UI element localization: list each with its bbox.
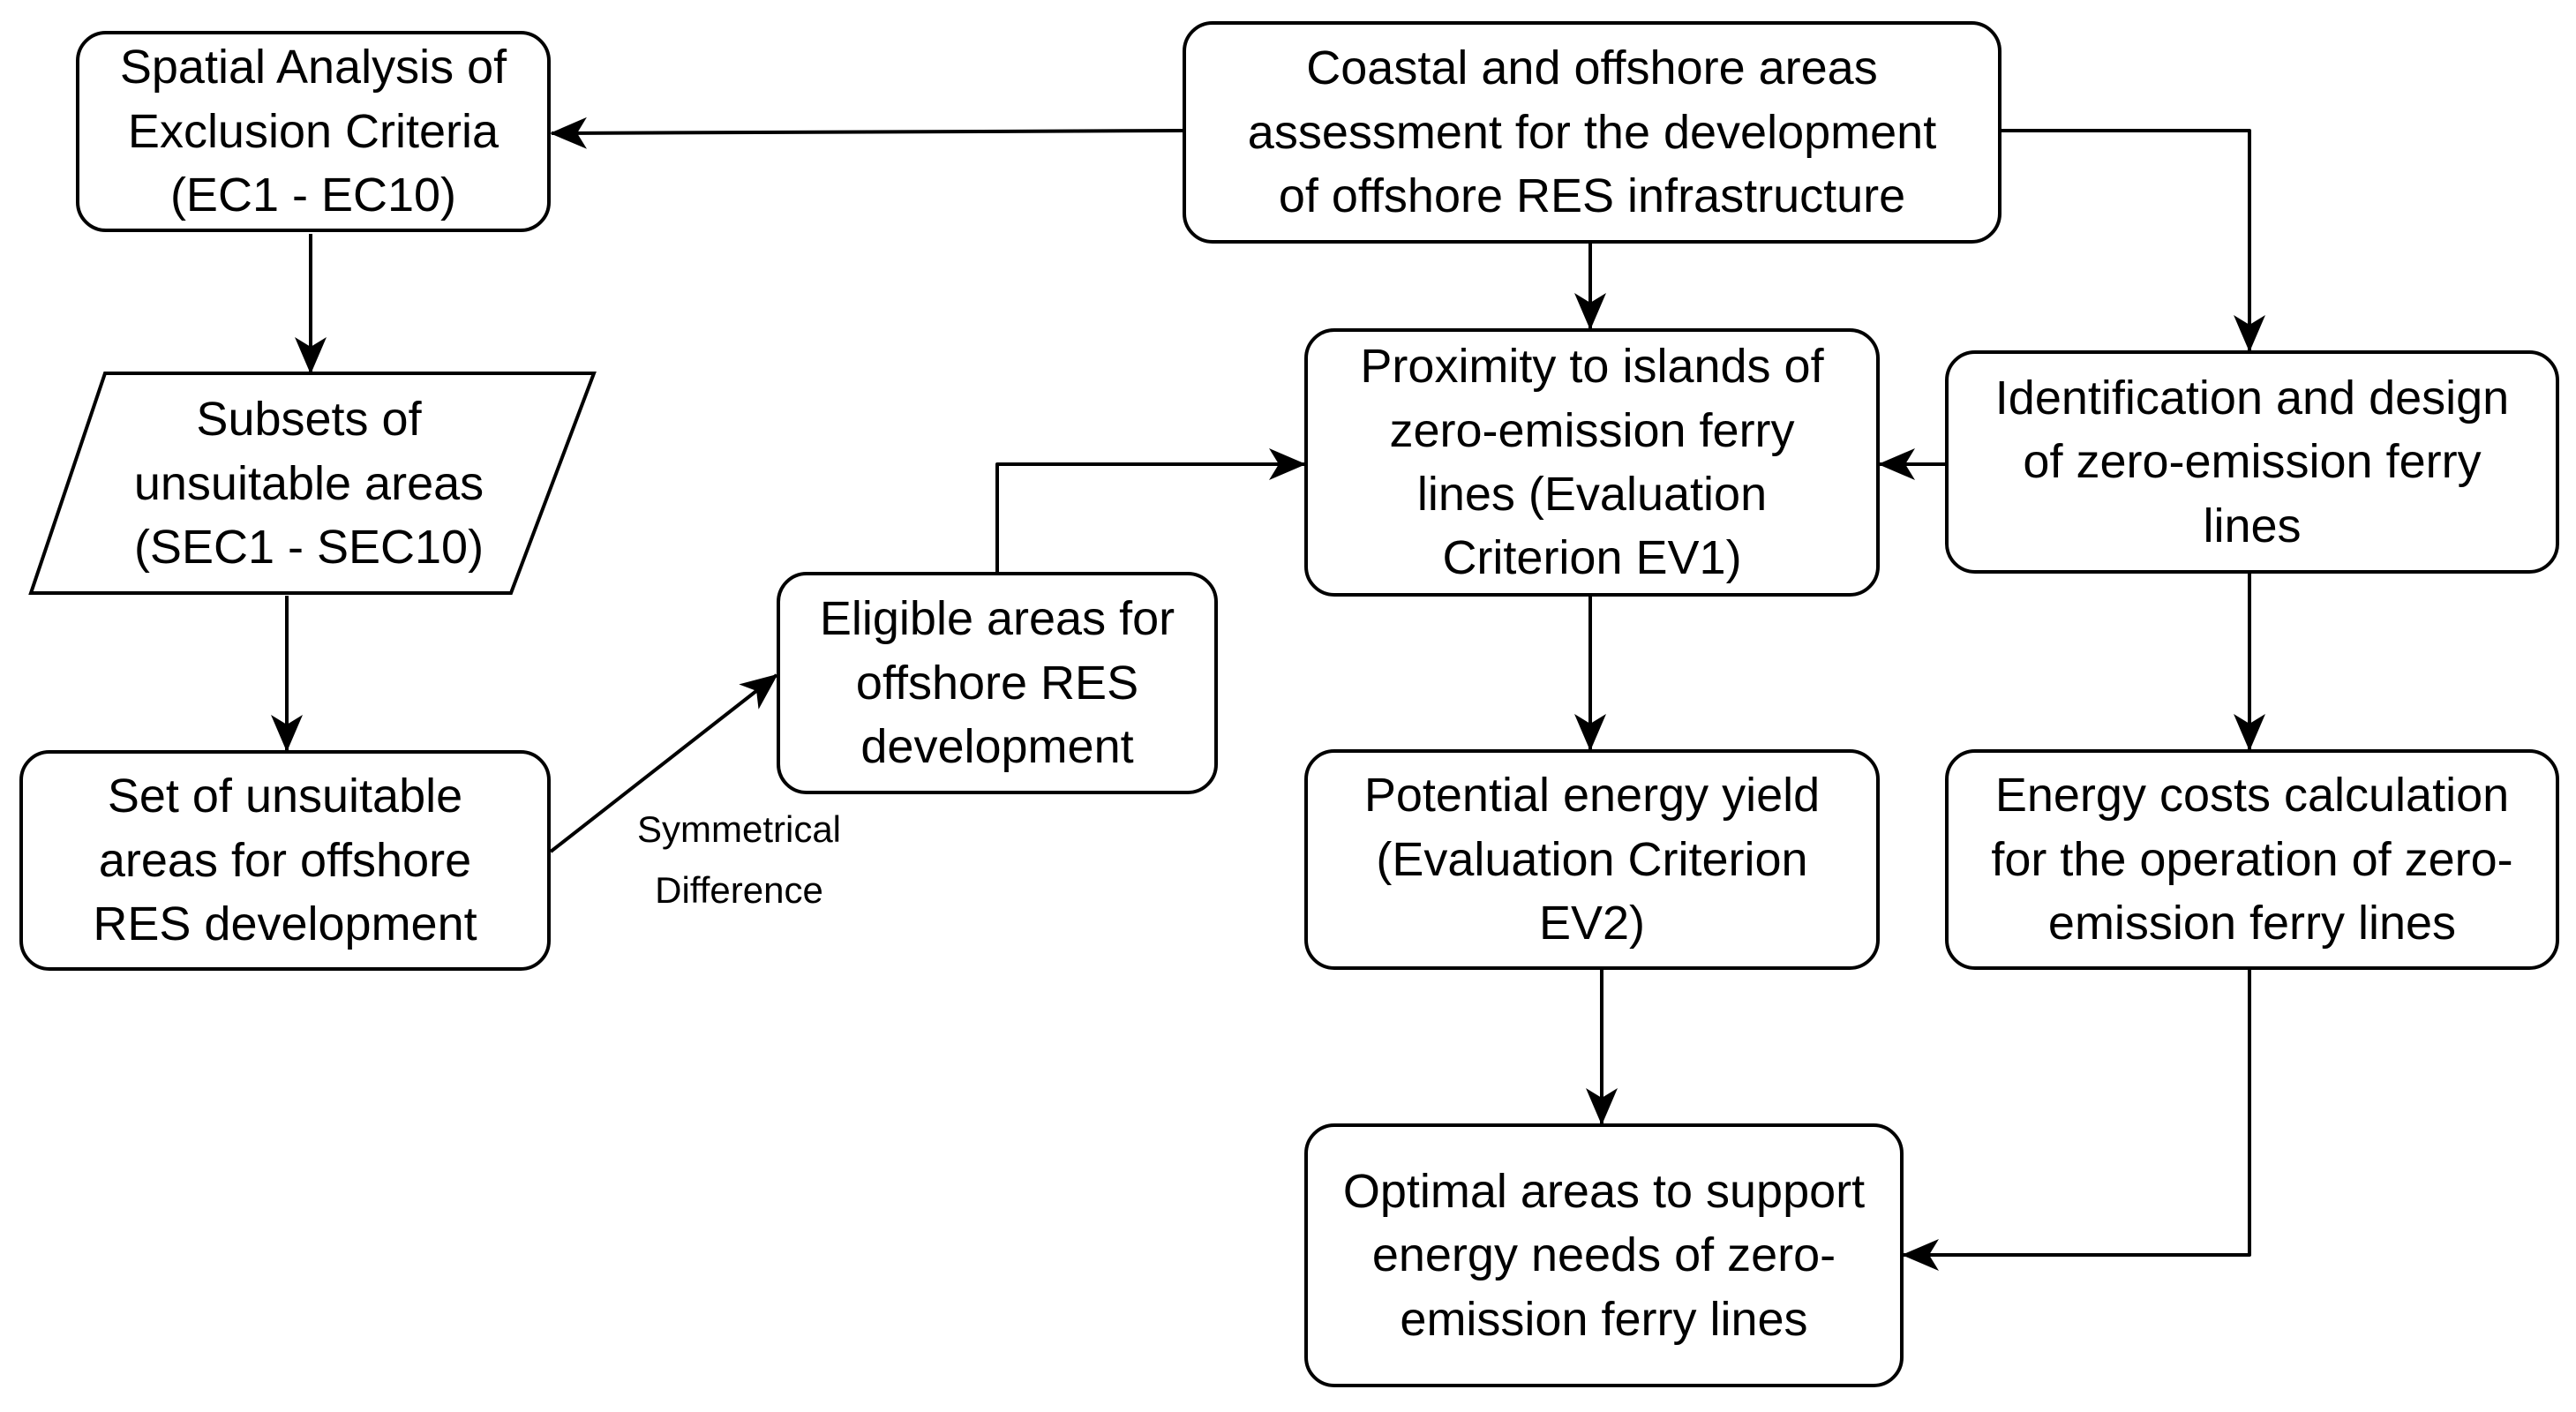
eligible-areas-node: Eligible areas for offshore RES developm…	[777, 572, 1218, 794]
arrow-costs-to-optimal	[1902, 970, 2251, 1271]
subsets-unsuitable-node: Subsets of unsuitable areas (SEC1 - SEC1…	[133, 393, 484, 575]
energy-costs-node: Energy costs calculation for the operati…	[1945, 749, 2559, 970]
proximity-islands-node: Proximity to islands of zero-emission fe…	[1304, 328, 1880, 597]
symmetrical-difference-label: Symmetrical Difference	[636, 808, 842, 912]
subsets-unsuitable-parallelogram	[28, 372, 597, 595]
arrow-set-to-eligible	[549, 673, 778, 853]
identification-design-node: Identification and design of zero-emissi…	[1945, 350, 2559, 574]
optimal-areas-node: Optimal areas to support energy needs of…	[1304, 1123, 1904, 1387]
spatial-analysis-node: Spatial Analysis of Exclusion Criteria (…	[76, 31, 551, 232]
arrow-coastal-to-spatial	[550, 116, 1183, 149]
arrow-coastal-to-identification	[2001, 129, 2265, 352]
set-unsuitable-node: Set of unsuitable areas for offshore RES…	[19, 750, 551, 971]
coastal-assessment-node: Coastal and offshore areas assessment fo…	[1183, 21, 2001, 244]
arrow-eligible-to-proximity	[995, 448, 1306, 572]
potential-energy-node: Potential energy yield (Evaluation Crite…	[1304, 749, 1880, 970]
